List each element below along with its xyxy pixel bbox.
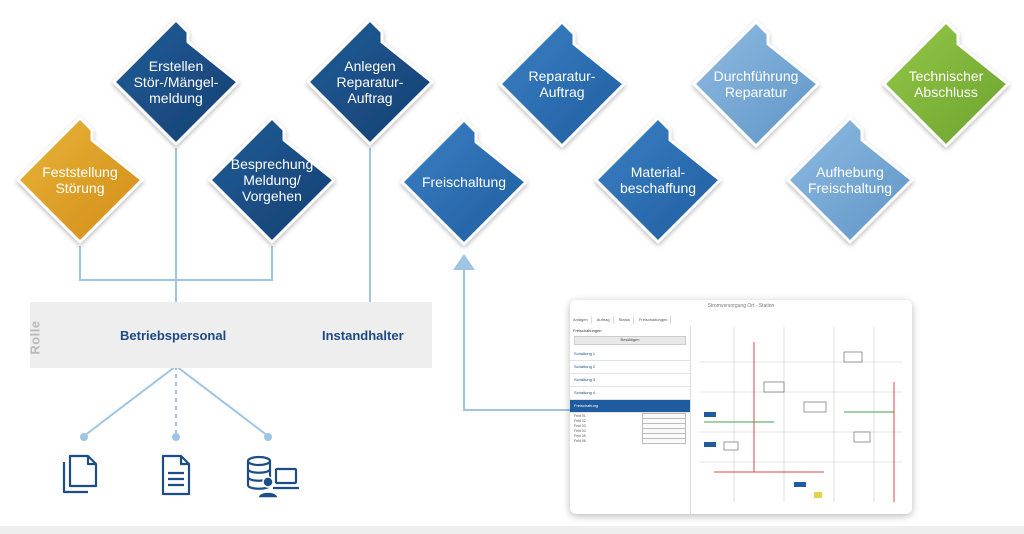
step-shape — [692, 20, 820, 148]
role-instandhalter: Instandhalter — [322, 328, 404, 343]
step-shape — [786, 116, 914, 244]
step-material: Material-beschaffung — [594, 116, 722, 244]
step-label: Freischaltung — [422, 174, 506, 190]
step-label: Reparatur- — [529, 68, 596, 84]
step-shape — [882, 20, 1010, 148]
document-list-icon — [161, 454, 191, 496]
step-label: meldung — [149, 90, 203, 106]
list-item[interactable]: Schaltung 4 — [570, 387, 690, 400]
step-label: Reparatur- — [337, 74, 404, 90]
schematic — [699, 327, 902, 502]
step-label: Meldung/ — [243, 172, 301, 188]
screenshot-panel: Freischaltungen Bestätigen Schaltung 1 S… — [570, 326, 691, 514]
list-item[interactable]: Schaltung 1 — [570, 348, 690, 361]
step-label: Durchführung — [714, 68, 799, 84]
documents-icon — [62, 454, 98, 494]
step-reparatur-auftrag: Reparatur-Auftrag — [498, 20, 626, 148]
step-label: Auftrag — [347, 90, 392, 106]
step-freischaltung: Freischaltung — [400, 118, 528, 246]
screenshot-tab[interactable]: Status — [616, 316, 634, 324]
panel-row: Feld 06 — [570, 437, 690, 444]
step-label: Material- — [631, 164, 686, 180]
step-label: Vorgehen — [242, 188, 302, 204]
list-item[interactable]: Schaltung 2 — [570, 361, 690, 374]
step-label: Freischaltung — [808, 180, 892, 196]
database-users-icon — [246, 455, 299, 499]
list-item[interactable]: Schaltung 3 — [570, 374, 690, 387]
role-band: Rolle Betriebspersonal Instandhalter — [27, 302, 432, 368]
step-label: beschaffung — [620, 180, 696, 196]
step-label: Störung — [55, 180, 104, 196]
connector-branch-left — [83, 365, 177, 437]
screenshot-title: Stromversorgung Ort · Station — [707, 303, 775, 309]
step-label: Abschluss — [914, 84, 978, 100]
step-shape — [112, 18, 240, 146]
panel-button[interactable]: Bestätigen — [574, 336, 686, 345]
role-betriebspersonal: Betriebspersonal — [120, 328, 227, 343]
screenshot-tab[interactable]: Auftrag — [594, 316, 614, 324]
connector-branch-right — [175, 365, 269, 437]
software-screenshot: Stromversorgung Ort · Station Anlagen Au… — [570, 300, 912, 514]
step-label: Aufhebung — [816, 164, 884, 180]
panel-title: Freischaltungen — [573, 328, 602, 333]
step-shape — [594, 116, 722, 244]
role-label: Rolle — [27, 320, 43, 355]
screenshot-tabs: Anlagen Auftrag Status Freischaltungen — [570, 316, 690, 324]
step-shape — [498, 20, 626, 148]
bottom-strip — [0, 526, 1024, 534]
step-label: Technischer — [909, 68, 984, 84]
step-label: Feststellung — [42, 164, 117, 180]
step-label: Erstellen — [149, 58, 203, 74]
step-label: Auftrag — [539, 84, 584, 100]
step-label: Stör-/Mängel- — [134, 74, 219, 90]
step-label: Besprechung — [231, 156, 314, 172]
screenshot-tab[interactable]: Anlagen — [570, 316, 592, 324]
step-label: Reparatur — [725, 84, 788, 100]
step-shape — [208, 116, 336, 244]
list-item-selected[interactable]: Freischaltung — [570, 400, 690, 413]
arrow-head — [453, 254, 475, 270]
step-shape — [16, 116, 144, 244]
step-shape — [306, 18, 434, 146]
screenshot-tab[interactable]: Freischaltungen — [636, 316, 672, 324]
connector-screenshot — [463, 268, 570, 411]
step-shape — [400, 118, 528, 246]
step-label: Anlegen — [344, 58, 395, 74]
